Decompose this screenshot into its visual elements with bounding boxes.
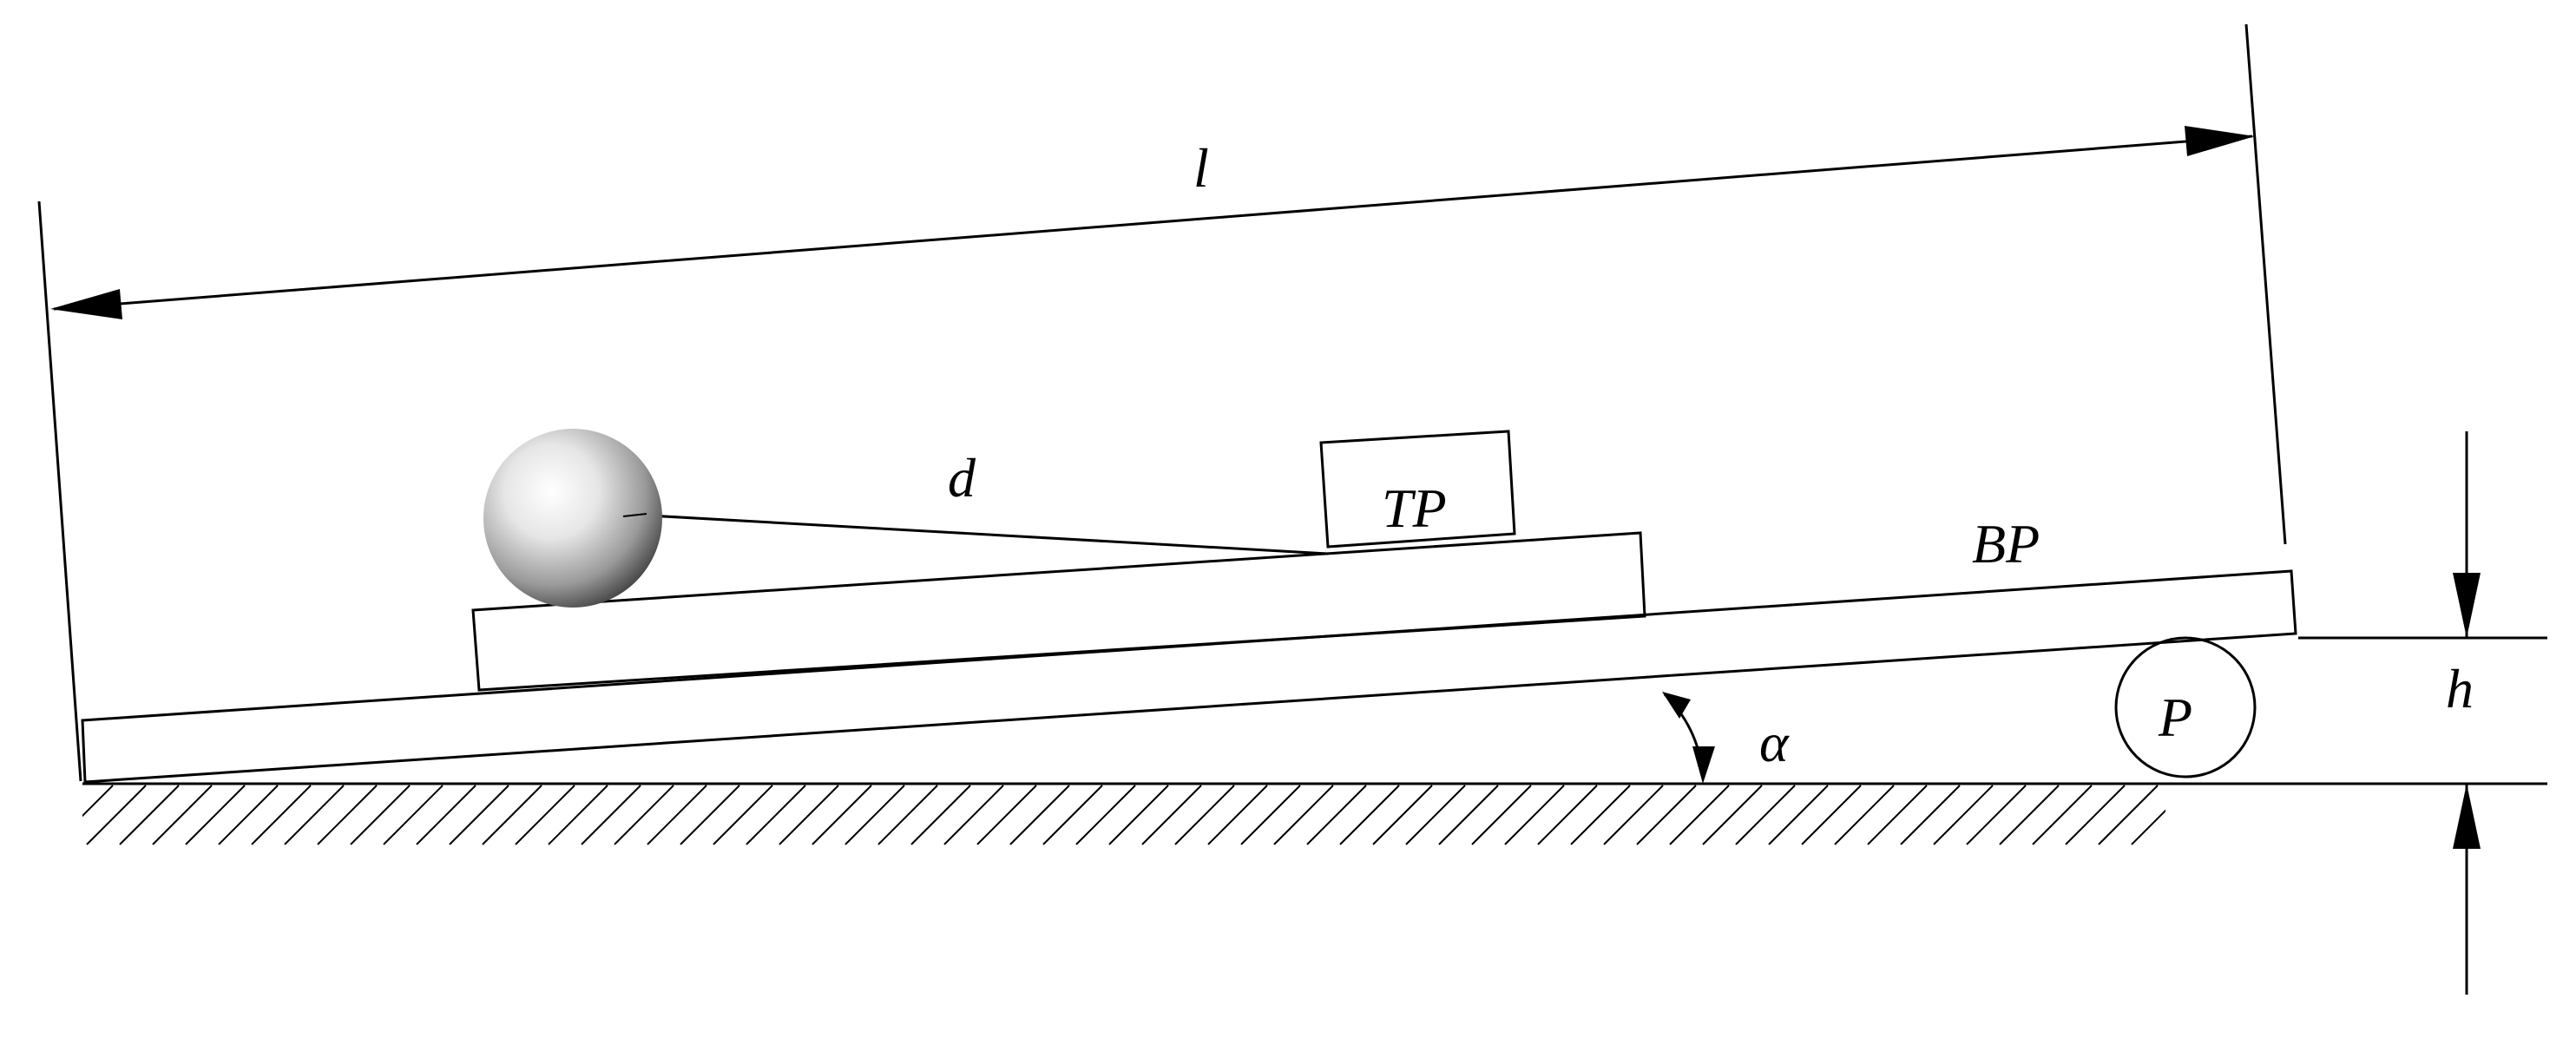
hatch-line: [746, 785, 806, 845]
hatch-line: [1372, 785, 1433, 845]
hatch-line: [1702, 785, 1763, 845]
hatch-line: [614, 785, 674, 845]
hatch-line: [1405, 785, 1466, 845]
hatch-line: [86, 785, 147, 845]
hatch-line: [1537, 785, 1598, 845]
hatch-line: [1933, 785, 1994, 845]
hatch-line: [1636, 785, 1697, 845]
hatch-line: [449, 785, 509, 845]
ball-center-tick: [622, 513, 647, 517]
angle-arrow-tail: [1662, 692, 1691, 719]
hatch-line: [152, 785, 213, 845]
hatch-line: [416, 785, 476, 845]
hatch-line: [1339, 785, 1400, 845]
hatch-line: [1141, 785, 1202, 845]
hatch-line: [1471, 785, 1532, 845]
length-extension-right: [2244, 23, 2287, 545]
hatch-line: [1999, 785, 2060, 845]
top-plate-base: [471, 531, 1646, 692]
angle-arrow-head: [1692, 746, 1715, 784]
hatch-line: [317, 785, 378, 845]
hatch-line: [581, 785, 641, 845]
length-extension-left: [37, 200, 82, 782]
hatch-line: [1669, 785, 1730, 845]
hatch-line: [1273, 785, 1334, 845]
label-p: P: [2158, 687, 2192, 748]
hatch-line: [943, 785, 1004, 845]
length-arrow-right: [2185, 126, 2255, 156]
distance-d-line: [617, 512, 1329, 555]
label-tp: TP: [1382, 477, 1447, 539]
hatch-line: [383, 785, 444, 845]
hatch-line: [1207, 785, 1268, 845]
hatch-line: [1570, 785, 1631, 845]
hatch-line: [877, 785, 938, 845]
label-alpha: α: [1759, 712, 1790, 773]
hatch-line: [1009, 785, 1070, 845]
hatch-line: [1966, 785, 2027, 845]
ball: [483, 429, 662, 608]
hatch-line: [2131, 809, 2165, 845]
hatch-line: [1306, 785, 1367, 845]
hatch-line: [1438, 785, 1499, 845]
hatch-line: [1504, 785, 1565, 845]
hatch-line: [1867, 785, 1928, 845]
hatch-line: [779, 785, 839, 845]
hatch-line: [1174, 785, 1235, 845]
pivot-circle: [2114, 636, 2257, 778]
hatch-line: [812, 785, 872, 845]
hatch-line: [844, 785, 905, 845]
tp-block: [1319, 430, 1516, 549]
hatch-line: [713, 785, 773, 845]
hatch-line: [2098, 785, 2159, 845]
hatch-line: [910, 785, 971, 845]
hatch-line: [1240, 785, 1301, 845]
hatch-line: [185, 785, 246, 845]
hatch-line: [350, 785, 411, 845]
height-arrow-bottom: [2453, 784, 2481, 849]
hatch-line: [647, 785, 707, 845]
hatch-line: [680, 785, 740, 845]
hatch-line: [1801, 785, 1862, 845]
hatch-line: [976, 785, 1037, 845]
hatch-line: [284, 785, 345, 845]
hatch-line: [82, 785, 114, 818]
height-arrow-top: [2453, 573, 2481, 638]
hatch-line: [515, 785, 575, 845]
hatch-line: [218, 785, 279, 845]
label-bp: BP: [1972, 513, 2040, 575]
hatch-line: [482, 785, 542, 845]
label-h: h: [2446, 658, 2474, 719]
ground-hatching: [82, 785, 2165, 845]
hatch-line: [1768, 785, 1829, 845]
hatch-line: [119, 785, 180, 845]
label-d: d: [948, 447, 976, 509]
hatch-line: [1042, 785, 1103, 845]
length-dimension-line: [53, 135, 2253, 311]
hatch-line: [251, 785, 312, 845]
hatch-line: [1900, 785, 1961, 845]
label-l: l: [1193, 137, 1209, 199]
hatch-line: [1108, 785, 1169, 845]
hatch-line: [1603, 785, 1664, 845]
hatch-line: [1735, 785, 1796, 845]
bottom-plate: [81, 569, 2297, 784]
hatch-line: [2065, 785, 2126, 845]
hatch-line: [1075, 785, 1136, 845]
hatch-line: [548, 785, 608, 845]
length-arrow-left: [50, 289, 122, 319]
hatch-line: [1834, 785, 1895, 845]
hatch-line: [2032, 785, 2093, 845]
